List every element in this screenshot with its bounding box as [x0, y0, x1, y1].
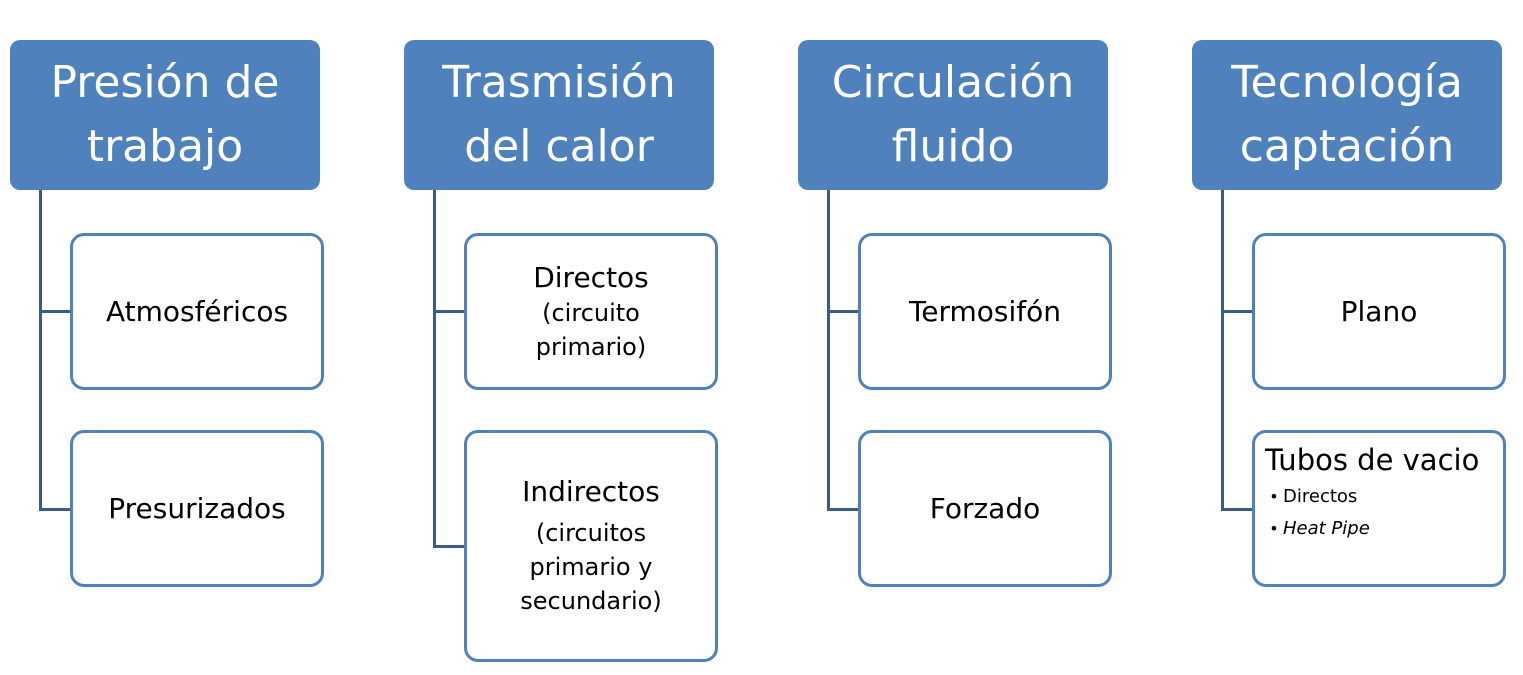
header-presion-trabajo: Presión de trabajo	[10, 40, 320, 190]
node-termosifon: Termosifón	[858, 233, 1112, 390]
header-line: Circulación	[831, 57, 1075, 108]
node-indirectos: Indirectos (circuitos primario y secunda…	[464, 430, 718, 662]
node-forzado: Forzado	[858, 430, 1112, 587]
node-sublabel: (circuitos primario y secundario)	[520, 519, 662, 615]
header-circulacion-fluido: Circulación fluido	[798, 40, 1108, 190]
bullet-icon: •	[1269, 519, 1279, 538]
connector-trunk	[1221, 190, 1224, 511]
node-atmosfericos: Atmosféricos	[70, 233, 324, 390]
node-presurizados: Presurizados	[70, 430, 324, 587]
node-label: Termosifón	[908, 294, 1062, 328]
node-label: Atmosféricos	[105, 294, 289, 328]
bullet-label: Heat Pipe	[1283, 518, 1370, 539]
connector-branch	[39, 310, 70, 313]
bullet-item: • Heat Pipe	[1265, 513, 1370, 545]
connector-branch	[827, 310, 858, 313]
connector-trunk	[39, 190, 42, 511]
bullet-icon: •	[1269, 487, 1279, 506]
header-line: Trasmisión	[442, 57, 676, 108]
header-line: trabajo	[86, 121, 244, 172]
connector-branch	[827, 508, 858, 511]
node-label: Directos	[533, 260, 649, 294]
header-tecnologia-captacion: Tecnología captación	[1192, 40, 1502, 190]
header-line: del calor	[464, 121, 654, 172]
node-label: Plano	[1340, 294, 1418, 328]
connector-trunk	[433, 190, 436, 548]
header-line: Tecnología	[1231, 57, 1463, 108]
node-label: Tubos de vacio	[1265, 443, 1480, 477]
header-line: Presión de	[50, 57, 280, 108]
node-label: Presurizados	[108, 491, 286, 525]
bullet-label: Directos	[1283, 486, 1358, 507]
connector-branch	[433, 545, 464, 548]
node-label: Indirectos	[522, 475, 660, 508]
node-label: Forzado	[929, 491, 1041, 525]
header-line: fluido	[891, 121, 1015, 172]
header-trasmision-calor: Trasmisión del calor	[404, 40, 714, 190]
connector-branch	[39, 508, 70, 511]
connector-branch	[1221, 310, 1252, 313]
connector-branch	[1221, 508, 1252, 511]
connector-trunk	[827, 190, 830, 511]
node-plano: Plano	[1252, 233, 1506, 390]
node-sublabel: (circuito primario)	[535, 298, 647, 361]
node-directos: Directos (circuito primario)	[464, 233, 718, 390]
node-tubos-vacio: Tubos de vacio • Directos • Heat Pipe	[1252, 430, 1506, 587]
header-line: captación	[1239, 121, 1455, 172]
bullet-list: • Directos • Heat Pipe	[1265, 481, 1370, 545]
connector-branch	[433, 310, 464, 313]
bullet-item: • Directos	[1265, 481, 1370, 513]
